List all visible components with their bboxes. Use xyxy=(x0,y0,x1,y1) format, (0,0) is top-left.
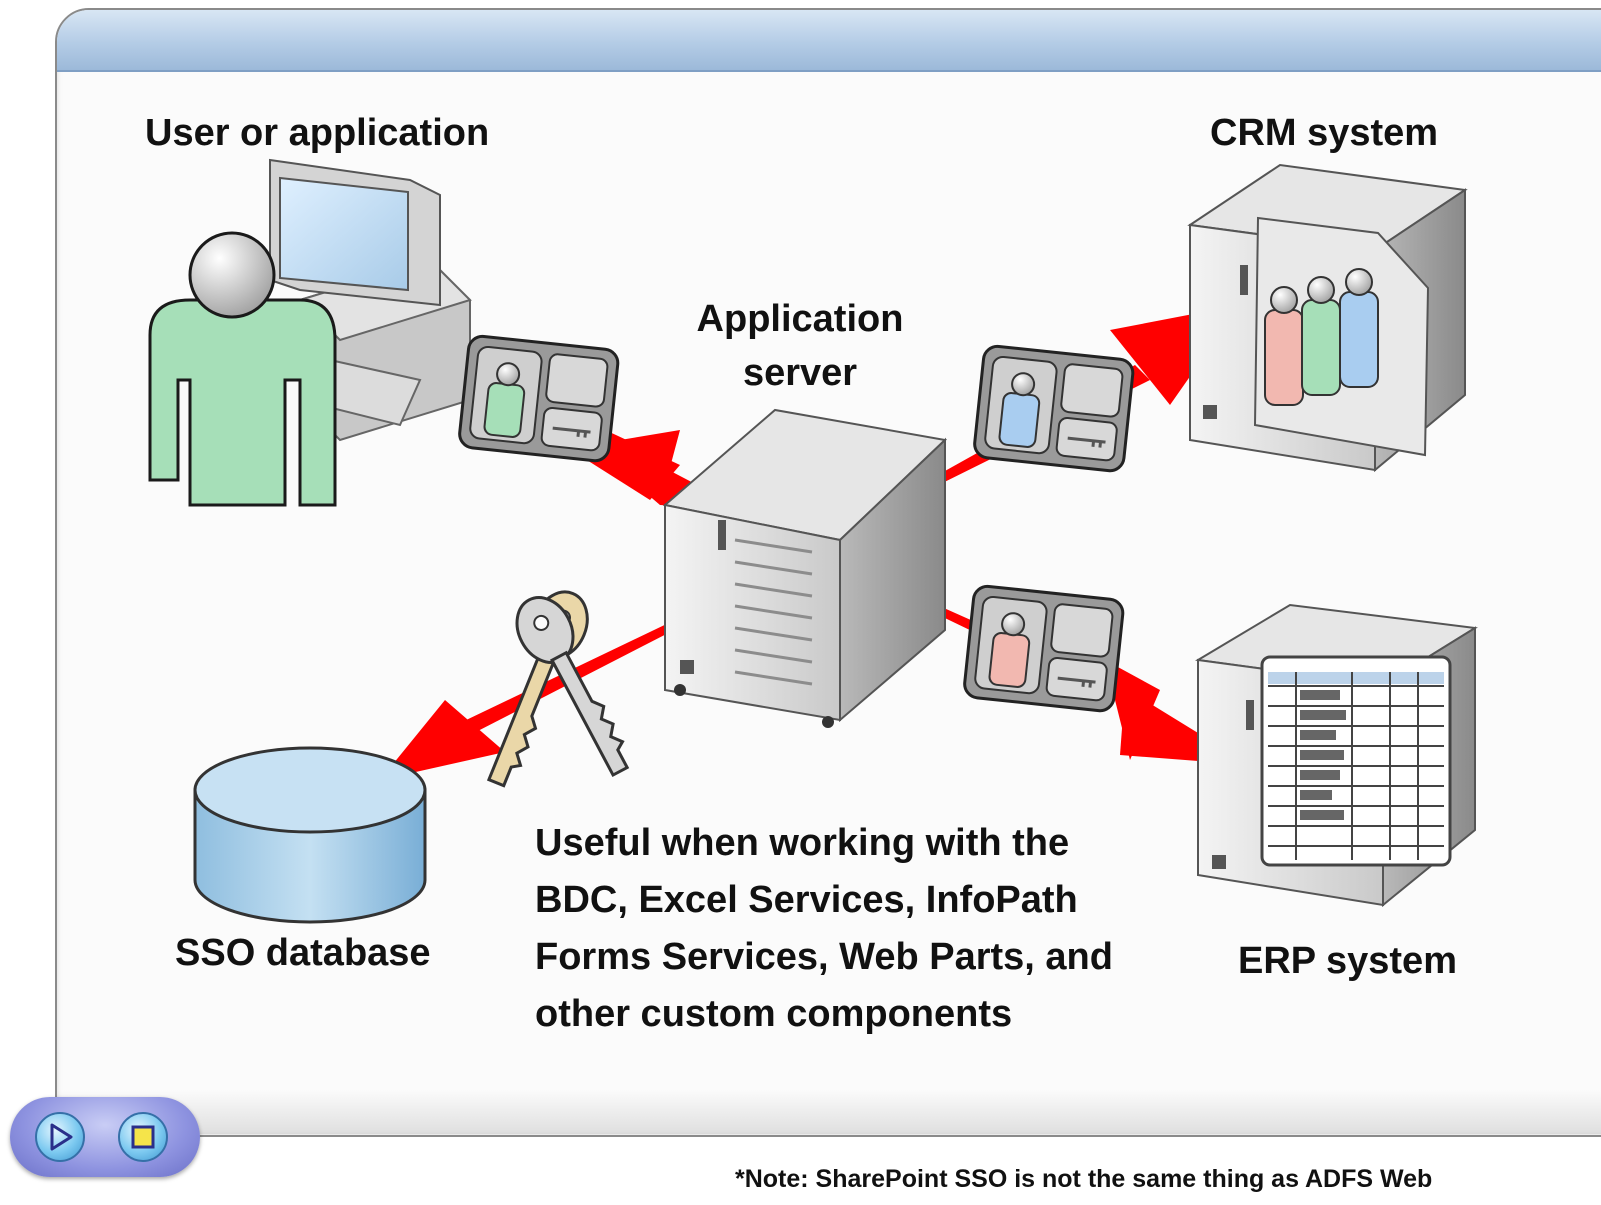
stop-icon xyxy=(131,1125,155,1149)
arrow-head-server-to-sso xyxy=(380,700,505,780)
useful-line-2: BDC, Excel Services, InfoPath xyxy=(535,879,1078,921)
useful-description: Useful when working with the BDC, Excel … xyxy=(535,815,1155,1043)
spreadsheet-icon xyxy=(1260,655,1452,867)
label-erp-system: ERP system xyxy=(1238,940,1457,982)
slide-bottom-shade xyxy=(57,1090,1601,1134)
credential-card-green-icon xyxy=(458,334,620,463)
keys-icon xyxy=(486,590,630,788)
database-icon xyxy=(193,746,427,924)
erp-server-icon xyxy=(1195,603,1478,908)
application-server-icon xyxy=(662,408,948,728)
credential-card-blue-icon xyxy=(973,344,1135,473)
user-figure-icon xyxy=(148,231,337,507)
computer-icon xyxy=(269,158,472,442)
stop-button[interactable] xyxy=(118,1112,168,1162)
title-bar xyxy=(57,10,1601,72)
useful-line-1: Useful when working with the xyxy=(535,822,1070,864)
credential-card-pink-icon xyxy=(963,584,1125,713)
play-icon xyxy=(50,1123,73,1151)
label-sso-database: SSO database xyxy=(175,932,431,974)
label-application-server-line2: server xyxy=(742,352,858,394)
crm-server-icon xyxy=(1187,163,1468,473)
footnote: *Note: SharePoint SSO is not the same th… xyxy=(735,1165,1433,1193)
play-button[interactable] xyxy=(35,1112,85,1162)
label-application-server-line1: Application xyxy=(696,298,904,340)
user-group-icon xyxy=(1264,268,1379,406)
useful-line-4: other custom components xyxy=(535,993,1013,1035)
label-crm-system: CRM system xyxy=(1210,112,1439,154)
useful-line-3: Forms Services, Web Parts, and xyxy=(535,936,1113,978)
label-user-or-application: User or application xyxy=(145,112,490,154)
label-application-server: Application server xyxy=(690,292,910,400)
